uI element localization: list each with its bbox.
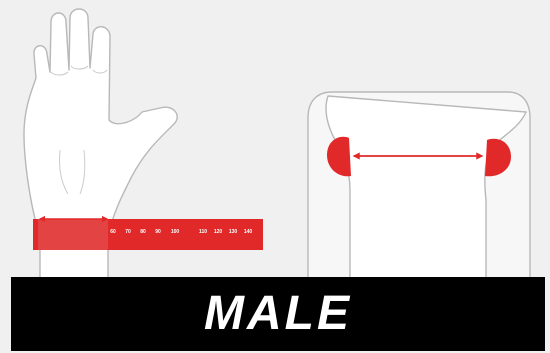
tape-tick-label: 90: [155, 229, 161, 235]
tape-tick-label: 100: [171, 229, 180, 235]
gender-banner: MALE: [11, 277, 545, 351]
tape-tick-label: 120: [214, 229, 223, 235]
tape-tick-label: 60: [110, 229, 116, 235]
tape-tick-label: 140: [244, 229, 253, 235]
glove-icon: [308, 92, 530, 280]
banner-title: MALE: [204, 290, 352, 338]
tape-tick-label: 80: [140, 229, 146, 235]
measuring-tape-icon: 60 70 80 90 100 110 120 130 140: [33, 219, 263, 250]
tape-tick-label: 110: [199, 229, 207, 235]
tape-tick-label: 70: [125, 229, 131, 235]
tape-tick-label: 130: [229, 229, 238, 235]
